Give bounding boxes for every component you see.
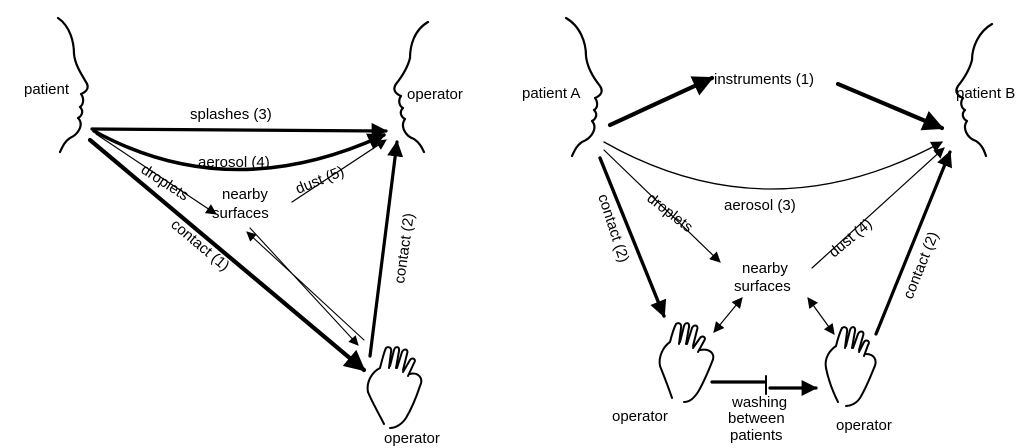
label-droplets: droplets [138,161,192,204]
arrow-instruments-to-patient-b [838,84,942,128]
label-aerosol-right: aerosol (3) [724,197,796,214]
label-aerosol: aerosol (4) [198,154,270,171]
right-panel: patient A patient B instruments (1) aero… [522,18,1015,444]
arrow-surfaces-hand-right [808,298,834,334]
operator-hand [368,347,422,428]
label-operator-top: operator [407,86,463,103]
label-patient: patient [24,81,70,98]
arrow-splashes [92,129,386,131]
label-contact-2: contact (2) [391,212,418,285]
arrow-contact-2 [370,142,397,356]
arrow-surfaces-hand-left [714,298,742,332]
label-washing-2: between [728,410,785,427]
label-washing-3: patients [730,427,783,444]
label-dust: dust (5) [293,163,347,198]
operator-right-hand [826,327,876,406]
label-patient-b: patient B [956,85,1015,102]
label-nearby-right: nearby [742,260,788,277]
left-panel: patient operator splashes (3) aerosol (4… [24,18,463,447]
label-surfaces-right: surfaces [734,278,791,295]
label-contact-right: contact (2) [900,229,942,301]
label-operator-bottom: operator [384,430,440,447]
label-contact-left: contact (2) [594,192,632,265]
label-droplets-right: droplets [644,190,697,236]
label-patient-a: patient A [522,85,580,102]
arrow-aerosol-right [604,142,942,189]
label-washing-1: washing [731,394,787,411]
label-surfaces: surfaces [212,205,269,222]
label-operator-left: operator [612,408,668,425]
label-contact-1: contact (1) [167,216,232,275]
label-splashes: splashes (3) [190,106,272,123]
label-nearby: nearby [222,186,268,203]
label-instruments: instruments (1) [714,71,814,88]
label-dust-right: dust (4) [826,215,876,261]
arrow-patient-a-to-instruments [610,78,712,125]
label-operator-right: operator [836,417,892,434]
operator-left-hand [660,323,714,402]
